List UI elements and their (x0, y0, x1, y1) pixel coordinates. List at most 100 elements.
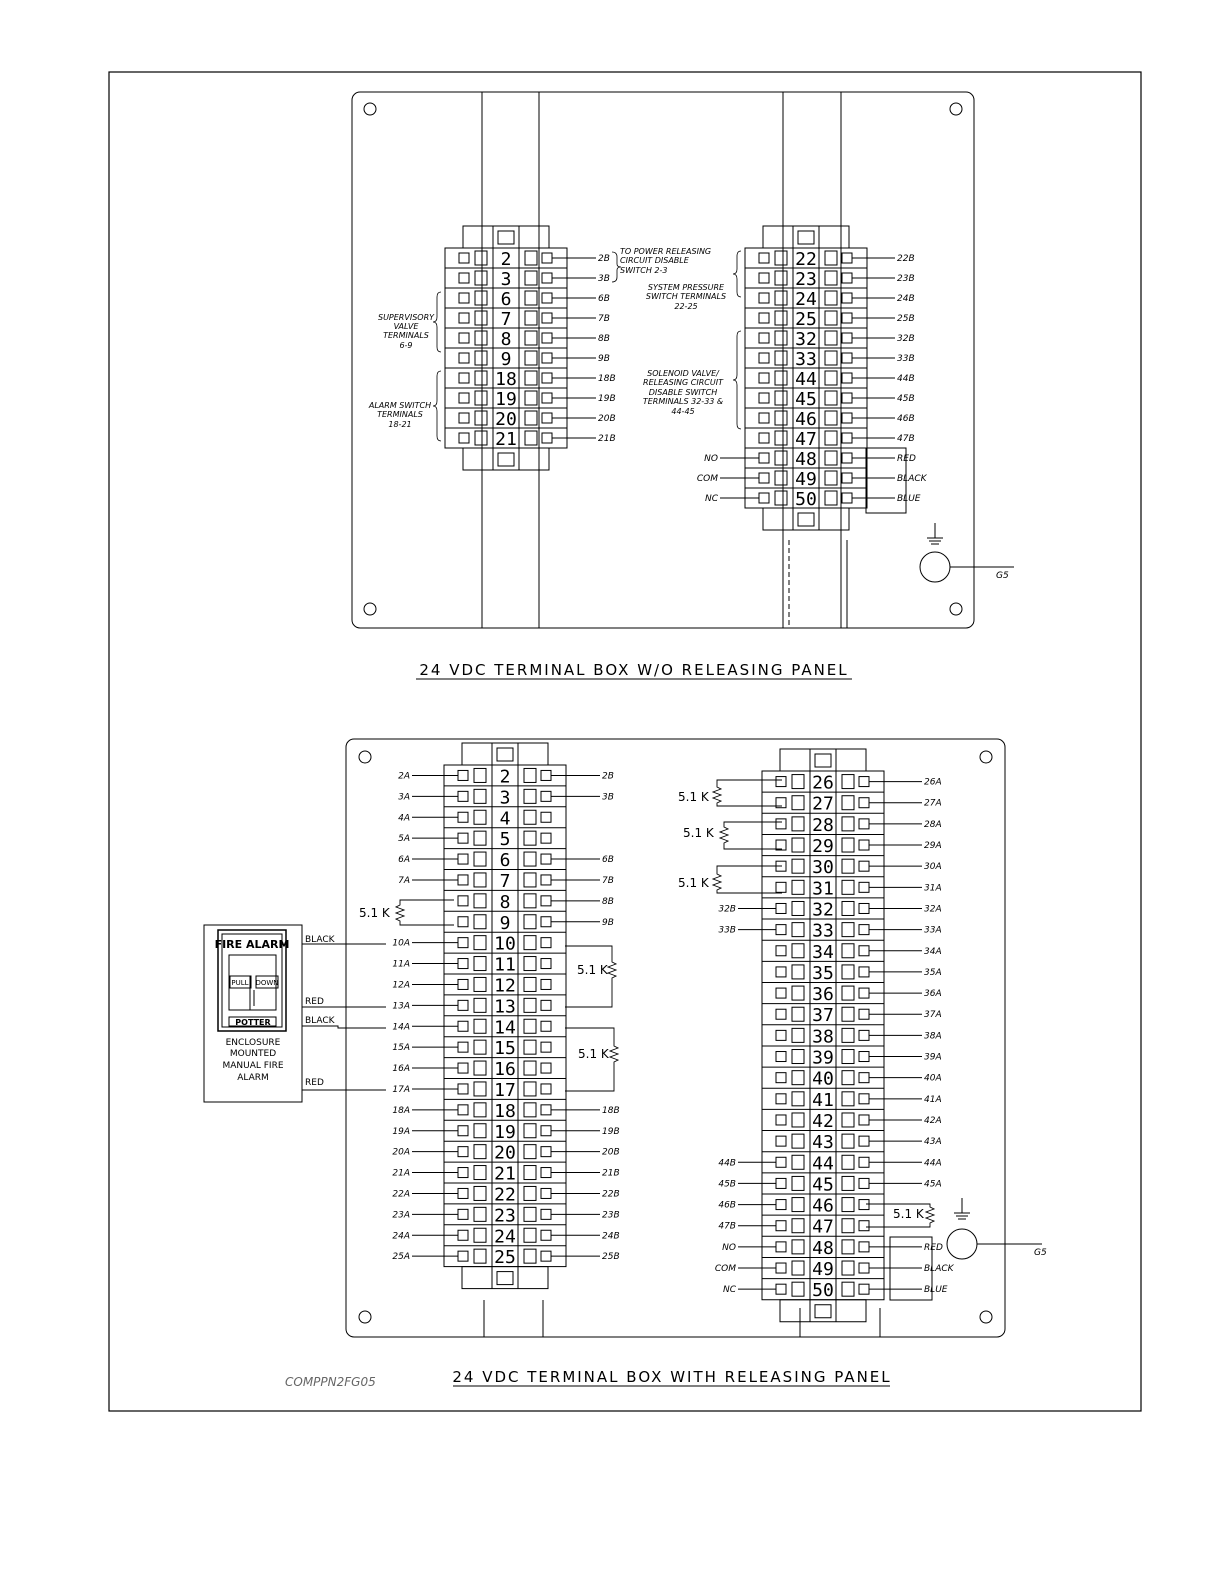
bottom-left-block-clamp-right (523, 1123, 537, 1139)
top-right-block-terminal-number: 33 (795, 349, 817, 370)
bottom-right-block-clamp-left (791, 922, 805, 938)
bottom-left-block-clamp-right (523, 997, 537, 1013)
alarm-wires (302, 943, 386, 1091)
alarm-sign-text: FIRE ALARM (215, 938, 290, 951)
bottom-right-block-wire-label-right: 34A (924, 947, 942, 957)
bottom-left-block-clamp-right (523, 956, 537, 972)
top-right-block-screw-left (758, 432, 770, 444)
bottom-left-block-wire-label-right: 8B (602, 897, 614, 907)
bottom-left-block-screw-left (457, 1167, 469, 1179)
bottom-right-block-terminal-number: 50 (812, 1280, 834, 1301)
note-system-pressure-2: SWITCH TERMINALS (646, 292, 726, 301)
manual-fire-alarm (203, 924, 303, 1103)
top-left-block-screw-left (458, 392, 470, 404)
bottom-left-block-screw-left (457, 937, 469, 949)
bottom-left-block-wire-label-left: 4A (398, 813, 410, 823)
bottom-right-block-screw-right (858, 1177, 870, 1189)
bottom-right-block-screw-right (858, 1220, 870, 1232)
note-power-disable-1: TO POWER RELEASING (620, 247, 711, 256)
bottom-right-block-wire-label-right: 26A (924, 778, 942, 788)
bottom-left-block-wire-label-right: 23B (602, 1210, 620, 1220)
bottom-left-block-screw-right (540, 916, 552, 928)
top-right-block-end-cap-top (762, 225, 850, 249)
drawing-id: COMPPN2FG05 (285, 1375, 376, 1389)
bottom-left-block-screw-right (540, 1146, 552, 1158)
bottom-left-block-terminal-number: 25 (494, 1247, 516, 1268)
bottom-left-block-wire-label-left: 12A (392, 980, 410, 990)
bottom-left-block-screw-left (457, 1020, 469, 1032)
top-left-block-terminal-number: 3 (501, 269, 512, 290)
top-right-block-wire-label-left: NC (705, 494, 719, 504)
top-right-block-cap-hole-bottom (797, 512, 815, 527)
top-right-block-wire-label-left: NO (704, 454, 718, 464)
bottom-left-block-screw-right (540, 978, 552, 990)
bottom-left-block-clamp-left (473, 997, 487, 1013)
top-notes: SUPERVISORY VALVE TERMINALS 6-9 ALARM SW… (368, 247, 726, 429)
top-left-block-screw-left (458, 412, 470, 424)
bottom-right-block-screw-right (858, 966, 870, 978)
top-left-block-clamp-right (524, 370, 538, 386)
top-right-block-clamp-right (824, 390, 838, 406)
bottom-left-block-screw-right (540, 1208, 552, 1220)
bottom-left-block-clamp-right (523, 893, 537, 909)
top-right-block-wire-label-right: 44B (897, 374, 915, 384)
top-right-block-screw-right (841, 472, 853, 484)
bottom-left-block-terminal-number: 5 (500, 829, 511, 850)
top-right-block-clamp-left (774, 250, 788, 266)
bottom-left-block-end-cap-bottom (461, 1266, 549, 1290)
top-left-block-wire-label-right: 7B (598, 314, 610, 324)
bottom-right-block-clamp-left (791, 879, 805, 895)
top-right-block-clamp-left (774, 270, 788, 286)
bottom-right-block-wire-label-left: NC (723, 1285, 737, 1295)
bottom-right-block-clamp-right (841, 1091, 855, 1107)
bottom-right-block-wire-label-left: NO (722, 1243, 736, 1253)
bottom-right-block-screw-left (775, 1008, 787, 1020)
bottom-right-block-screw-left (775, 1283, 787, 1295)
bottom-right-block-screw-right (858, 839, 870, 851)
top-left-block-screw-left (458, 292, 470, 304)
bottom-right-block-screw-right (858, 1093, 870, 1105)
top-right-block-clamp-right (824, 490, 838, 506)
top-left-block-screw-right (541, 372, 553, 384)
bottom-left-block-clamp-left (473, 788, 487, 804)
top-left-block-screw-right (541, 412, 553, 424)
bottom-left-block-clamp-right (523, 1018, 537, 1034)
bottom-left-block-screw-right (540, 1187, 552, 1199)
resistor-label-26-27: 5.1 K (678, 790, 710, 804)
bottom-left-block-clamp-left (473, 1102, 487, 1118)
bottom-left-block-screw-right (540, 874, 552, 886)
bottom-right-block-terminal-number: 38 (812, 1026, 834, 1047)
bottom-left-block-terminal-number: 14 (494, 1017, 516, 1038)
bottom-right-block-clamp-right (841, 1239, 855, 1255)
bottom-right-block-wire-label-left: 33B (718, 926, 736, 936)
bottom-left-block-screw-left (457, 1041, 469, 1053)
bottom-left-block-screw-left (457, 895, 469, 907)
bottom-left-block-clamp-left (473, 1081, 487, 1097)
bottom-left-block-clamp-right (523, 914, 537, 930)
top-right-block-clamp-left (774, 330, 788, 346)
top-right-block-screw-right (841, 372, 853, 384)
bottom-left-block-clamp-right (523, 1227, 537, 1243)
top-right-block-terminal-number: 23 (795, 269, 817, 290)
bottom-right-block-clamp-right (841, 1218, 855, 1234)
top-right-block-clamp-right (824, 450, 838, 466)
top-left-block-clamp-right (524, 250, 538, 266)
bottom-right-block-screw-left (775, 1177, 787, 1189)
top-left-block-terminal-number: 18 (495, 369, 517, 390)
top-right-block-wire-label-right: 25B (897, 314, 915, 324)
bottom-right-block-clamp-left (791, 1239, 805, 1255)
bottom-left-block-screw-right (540, 1020, 552, 1032)
bottom-right-block-screw-right (858, 776, 870, 788)
top-left-block-terminal-number: 8 (501, 329, 512, 350)
top-left-block-cap-hole-bottom (497, 452, 515, 467)
bottom-left-block-wire-label-left: 13A (392, 1001, 410, 1011)
top-right-block-wire-label-right: 46B (897, 414, 915, 424)
bottom-left-block-screw-left (457, 958, 469, 970)
bottom-left-block-clamp-left (473, 809, 487, 825)
top-right-block-wire-label-right: 32B (897, 334, 915, 344)
top-left-block-wire-label-right: 8B (598, 334, 610, 344)
alarm-caption-4: ALARM (237, 1073, 269, 1083)
bottom-right-block-screw-left (775, 987, 787, 999)
bottom-left-block-terminal-number: 2 (500, 766, 511, 787)
note-supervisory-4: 6-9 (399, 341, 412, 350)
